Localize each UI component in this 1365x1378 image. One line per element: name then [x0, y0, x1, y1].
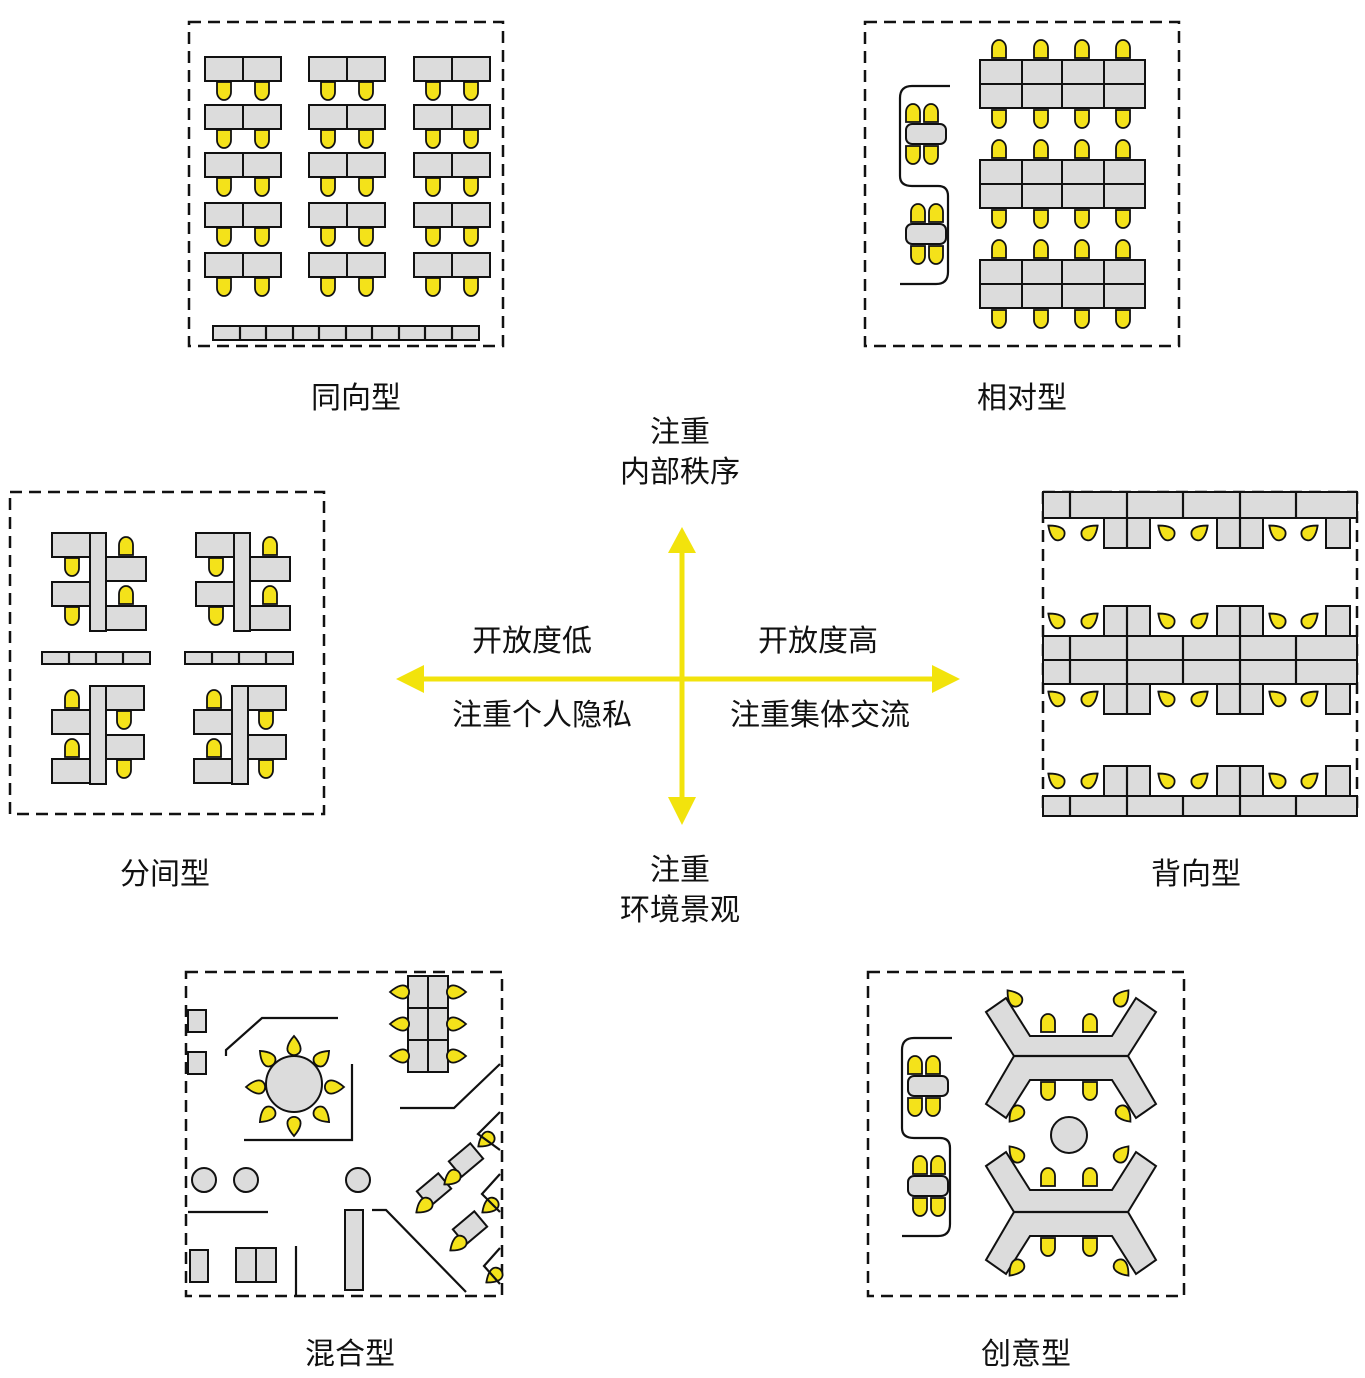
- face-to-face-meeting-nook: [898, 84, 950, 286]
- panel-face-to-face: 相对型: [863, 20, 1181, 416]
- axis-right-label-top: 开放度高: [758, 624, 878, 659]
- same-direction-storage: [212, 325, 480, 341]
- face-to-face-desk-clusters: [979, 39, 1146, 328]
- arrow-left-icon: [396, 665, 424, 693]
- arrow-down-icon: [668, 797, 696, 825]
- back-to-back-middle-row: [1042, 605, 1358, 715]
- label-creative: 创意型: [981, 1337, 1071, 1372]
- panel-mixed: 混合型: [184, 970, 507, 1372]
- label-back-to-back: 背向型: [1151, 857, 1241, 892]
- axis-down-label-2: 环境景观: [620, 893, 740, 928]
- label-face-to-face: 相对型: [977, 381, 1067, 416]
- panel-creative: 创意型: [866, 970, 1186, 1372]
- back-to-back-top-row: [1042, 491, 1358, 549]
- axis-diagram: 注重 内部秩序 注重 环境景观 开放度低 注重个人隐私 开放度高 注重集体交流: [396, 415, 960, 928]
- creative-x-desk-top: [984, 985, 1158, 1127]
- panel-same-direction: 同向型: [187, 20, 505, 416]
- label-compartment: 分间型: [120, 857, 210, 892]
- mixed-round-table: [224, 1016, 354, 1142]
- axis-up-label-2: 内部秩序: [620, 455, 740, 490]
- back-to-back-bottom-row: [1042, 765, 1358, 817]
- panel-compartment: 分间型: [8, 490, 326, 892]
- axis-down-label-1: 注重: [650, 853, 710, 888]
- creative-round-table: [1050, 1116, 1088, 1154]
- axis-left-label-top: 开放度低: [472, 624, 592, 659]
- axis-up-label-1: 注重: [650, 415, 710, 450]
- same-direction-desks: [204, 56, 491, 296]
- arrow-up-icon: [668, 527, 696, 553]
- creative-x-desk-bottom: [984, 1141, 1158, 1281]
- axis-left-label-bottom: 注重个人隐私: [452, 698, 632, 733]
- label-same-direction: 同向型: [311, 381, 401, 416]
- mixed-top-desks: [389, 975, 467, 1073]
- panel-back-to-back: 背向型: [1041, 490, 1359, 892]
- axis-right-label-bottom: 注重集体交流: [730, 698, 910, 733]
- mixed-angled-desks: [411, 1111, 507, 1289]
- label-mixed: 混合型: [305, 1337, 395, 1372]
- mixed-side-cabinets: [187, 1009, 501, 1296]
- creative-meeting-nook: [900, 1036, 952, 1238]
- arrow-right-icon: [932, 665, 960, 693]
- compartment-desk-groups: [41, 532, 294, 785]
